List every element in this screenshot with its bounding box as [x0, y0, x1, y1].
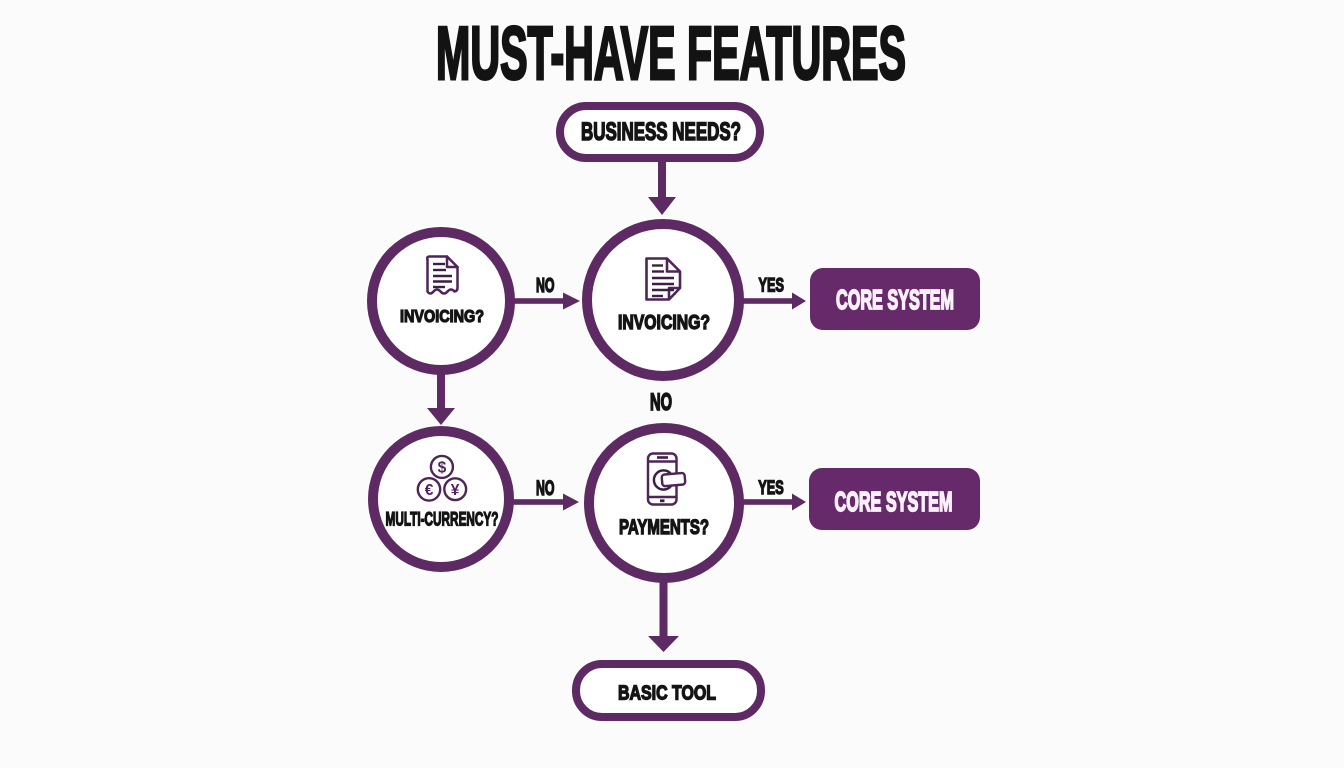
svg-text:¥: ¥ — [451, 482, 460, 499]
svg-text:INVOICING?: INVOICING? — [400, 306, 484, 326]
svg-text:INVOICING?: INVOICING? — [618, 312, 710, 334]
svg-text:CORE SYSTEM: CORE SYSTEM — [835, 486, 953, 517]
svg-text:NO: NO — [650, 389, 672, 416]
svg-text:BUSINESS NEEDS?: BUSINESS NEEDS? — [581, 118, 741, 146]
svg-text:€: € — [425, 482, 434, 499]
svg-text:BASIC TOOL: BASIC TOOL — [618, 683, 716, 705]
svg-text:NO: NO — [536, 274, 555, 297]
svg-text:MUST-HAVE FEATURES: MUST-HAVE FEATURES — [436, 11, 906, 95]
svg-text:MULTI-CURRENCY?: MULTI-CURRENCY? — [386, 510, 499, 531]
svg-text:YES: YES — [758, 478, 784, 499]
svg-text:YES: YES — [759, 276, 785, 297]
svg-text:NO: NO — [536, 477, 555, 500]
svg-text:CORE SYSTEM: CORE SYSTEM — [836, 284, 954, 315]
svg-text:PAYMENTS?: PAYMENTS? — [619, 516, 709, 539]
svg-text:$: $ — [438, 459, 447, 476]
